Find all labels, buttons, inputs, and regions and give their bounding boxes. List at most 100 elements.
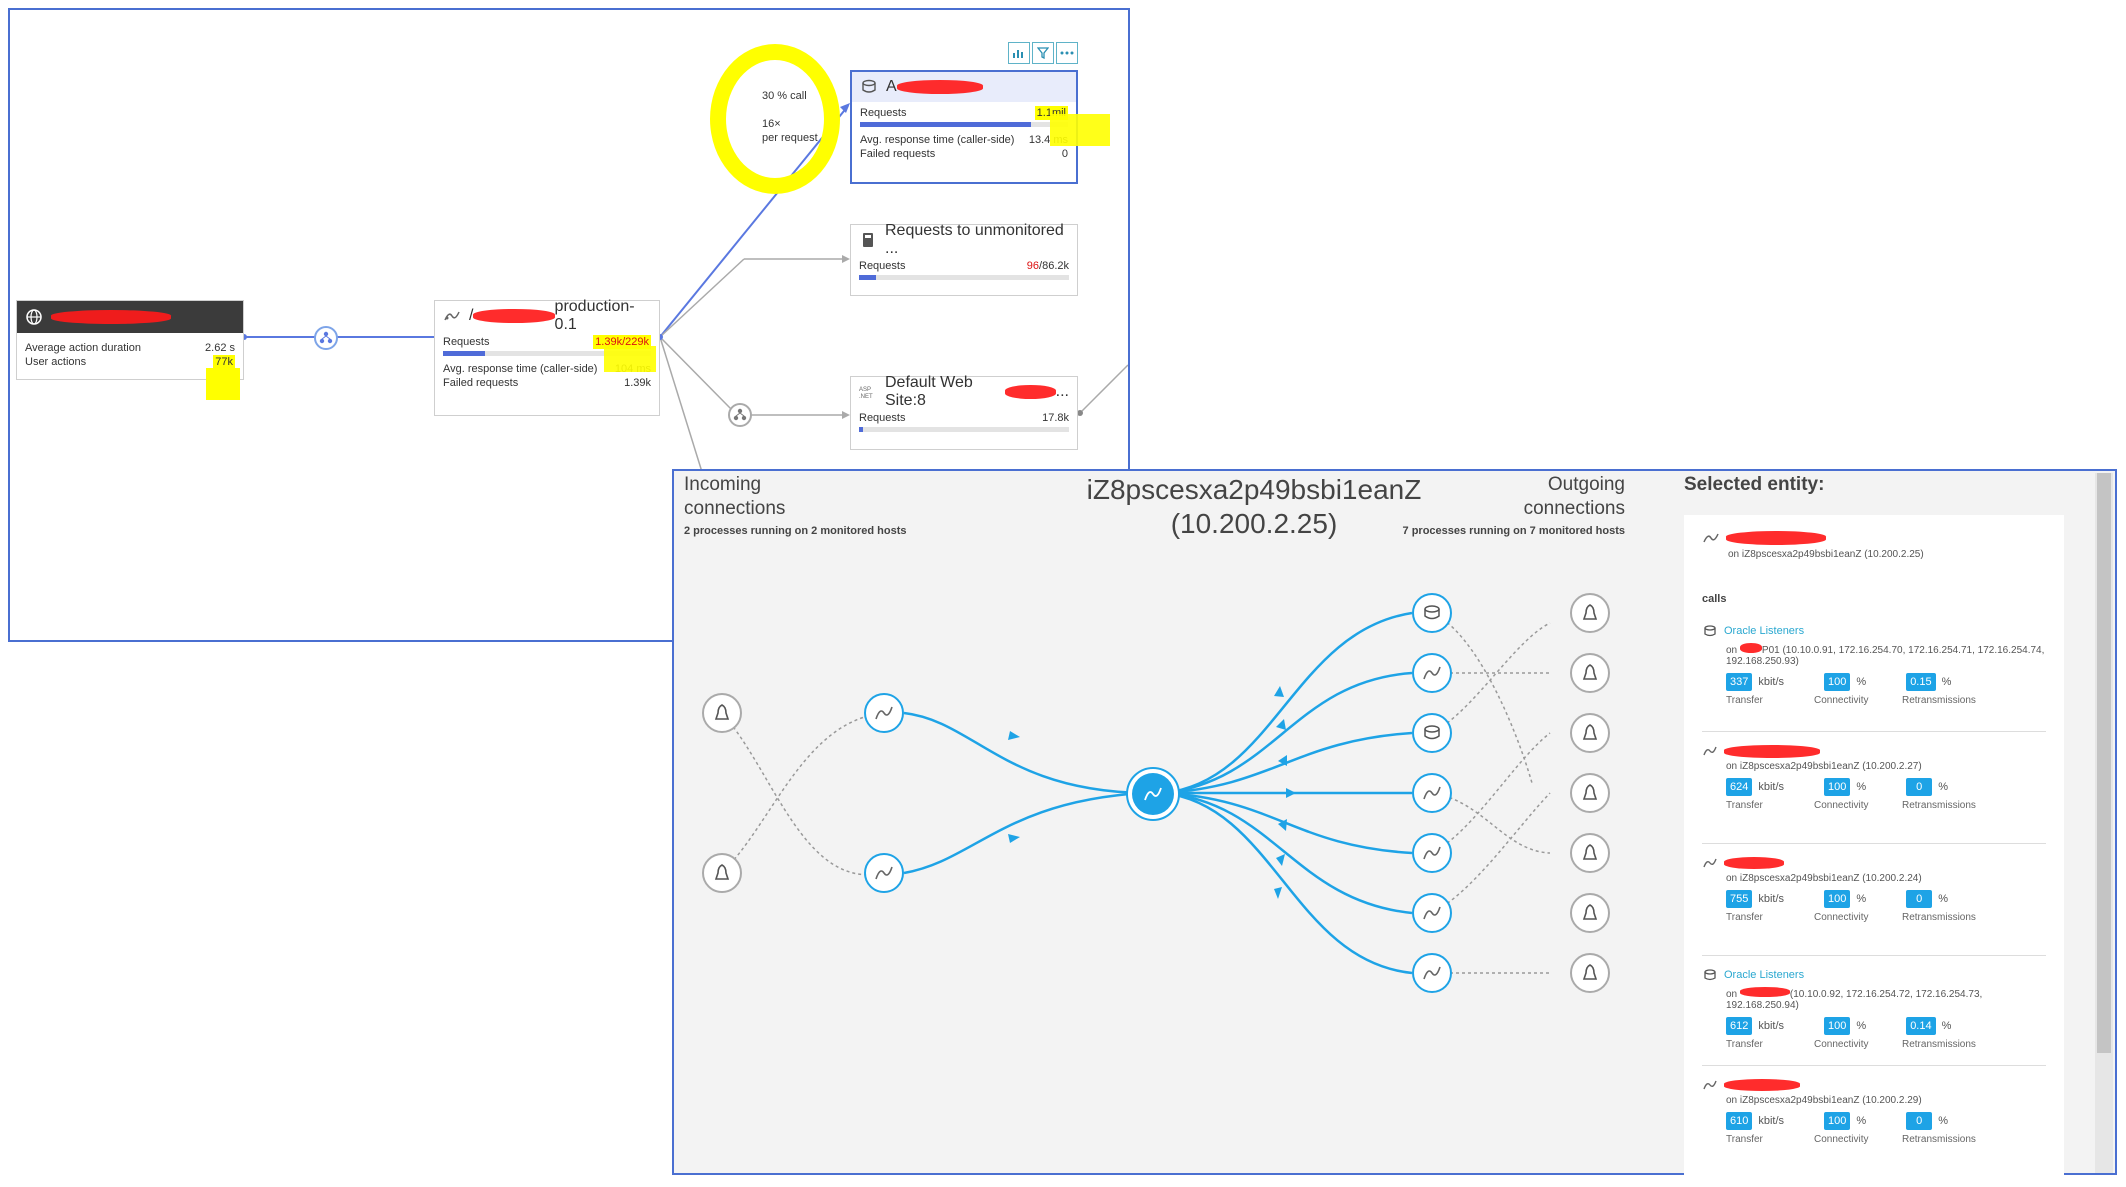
aspnet-icon: ASP.NET xyxy=(859,387,873,400)
linux-icon xyxy=(1582,784,1598,800)
process-icon xyxy=(1423,786,1441,800)
outgoing-host-node[interactable] xyxy=(1570,653,1610,693)
redacted-entity-name xyxy=(1724,857,1784,869)
outgoing-host-node[interactable] xyxy=(1570,953,1610,993)
svg-text:ASP: ASP xyxy=(859,387,871,393)
connection-entity[interactable]: Oracle Listeners on (10.10.0.92, 172.16.… xyxy=(1702,967,2046,1050)
hub-node-2-icon[interactable] xyxy=(728,403,752,427)
scrollbar-thumb[interactable] xyxy=(2097,473,2111,1053)
requests-bar xyxy=(859,275,1069,280)
incoming-host-node[interactable] xyxy=(702,853,742,893)
process-icon xyxy=(1703,858,1717,868)
connection-entity[interactable]: on iZ8pscesxa2p49bsbi1eanZ (10.200.2.24)… xyxy=(1702,855,2046,923)
requests-bar xyxy=(443,351,651,356)
linux-icon xyxy=(1582,964,1598,980)
incoming-process-node[interactable] xyxy=(864,693,904,733)
process-icon xyxy=(1703,1080,1717,1090)
divider xyxy=(1702,955,2046,956)
connections-graph xyxy=(721,611,1551,975)
linux-icon xyxy=(1582,844,1598,860)
redacted-entity-name xyxy=(1724,1079,1800,1091)
chart-button[interactable] xyxy=(1008,42,1030,64)
host-title: iZ8pscesxa2p49bsbi1eanZ xyxy=(1086,474,1422,505)
redacted-host xyxy=(1739,643,1762,653)
database-card-header: A xyxy=(852,72,1076,102)
outgoing-host-node[interactable] xyxy=(1570,773,1610,813)
calculator-icon xyxy=(863,233,873,247)
connectivity-metric: 100% xyxy=(1824,673,1866,691)
connection-entity[interactable]: on iZ8pscesxa2p49bsbi1eanZ (10.200.2.29)… xyxy=(1702,1077,2046,1145)
redacted-service-name xyxy=(473,309,555,323)
service-card-header: / production-0.1 xyxy=(435,298,659,333)
outgoing-process-node[interactable] xyxy=(1412,893,1452,933)
outgoing-process-node[interactable] xyxy=(1412,653,1452,693)
selected-process-node[interactable] xyxy=(1126,767,1180,821)
database-icon xyxy=(1424,725,1440,740)
scrollbar-track[interactable] xyxy=(2095,473,2113,1173)
divider xyxy=(1702,1065,2046,1066)
redacted-entity-name xyxy=(1726,531,1826,545)
globe-icon xyxy=(26,309,42,325)
yellow-circle-annotation xyxy=(710,44,840,194)
more-icon xyxy=(1060,51,1074,55)
process-icon xyxy=(1423,966,1441,980)
flow-connectors xyxy=(241,103,1128,473)
selected-entity-header: on iZ8pscesxa2p49bsbi1eanZ (10.200.2.25) xyxy=(1702,529,2046,560)
outgoing-process-node[interactable] xyxy=(1412,953,1452,993)
service-icon xyxy=(444,311,460,321)
web-site-card-header: ASP.NET Default Web Site:8 ... xyxy=(859,374,1069,409)
hub-node-icon[interactable] xyxy=(314,326,338,350)
connectivity-metric: 100% xyxy=(1824,1017,1866,1035)
connectivity-metric: 100% xyxy=(1824,1112,1866,1130)
process-icon xyxy=(1703,746,1717,756)
yellow-highlight xyxy=(604,346,656,372)
process-icon xyxy=(1423,906,1441,920)
process-icon xyxy=(875,706,893,720)
outgoing-host-node[interactable] xyxy=(1570,593,1610,633)
selected-entity-card: on iZ8pscesxa2p49bsbi1eanZ (10.200.2.25)… xyxy=(1684,515,2064,1175)
process-icon xyxy=(1703,533,1719,543)
outgoing-title: Outgoing connections xyxy=(1523,474,1625,519)
process-connections-panel: Incoming connections 2 processes running… xyxy=(672,469,2117,1175)
more-button[interactable] xyxy=(1056,42,1078,64)
filter-button[interactable] xyxy=(1032,42,1054,64)
outgoing-host-node[interactable] xyxy=(1570,893,1610,933)
linux-icon xyxy=(1582,904,1598,920)
retransmissions-metric: 0.14% xyxy=(1906,1017,1951,1035)
connection-entity[interactable]: on iZ8pscesxa2p49bsbi1eanZ (10.200.2.27)… xyxy=(1702,743,2046,811)
outgoing-db-node[interactable] xyxy=(1412,593,1452,633)
application-card-header xyxy=(17,301,243,333)
unmonitored-card-header: Requests to unmonitored ... xyxy=(851,222,1077,257)
bar-chart-icon xyxy=(1013,50,1023,58)
incoming-host-node[interactable] xyxy=(702,693,742,733)
filter-icon xyxy=(1037,47,1049,59)
outgoing-process-node[interactable] xyxy=(1412,833,1452,873)
retransmissions-metric: 0% xyxy=(1906,778,1948,796)
connection-entity[interactable]: Oracle Listeners on P01 (10.10.0.91, 172… xyxy=(1702,623,2046,706)
outgoing-process-node[interactable] xyxy=(1412,773,1452,813)
outgoing-host-node[interactable] xyxy=(1570,713,1610,753)
call-multiplier: 16× xyxy=(762,118,781,130)
outgoing-db-node[interactable] xyxy=(1412,713,1452,753)
retransmissions-metric: 0.15% xyxy=(1906,673,1951,691)
outgoing-host-node[interactable] xyxy=(1570,833,1610,873)
linux-icon xyxy=(1582,664,1598,680)
host-ip: (10.200.2.25) xyxy=(1170,508,1338,539)
redacted-entity-name xyxy=(1724,744,1820,758)
connectivity-metric: 100% xyxy=(1824,890,1866,908)
database-icon xyxy=(862,79,876,93)
yellow-highlight xyxy=(1050,114,1110,146)
incoming-process-node[interactable] xyxy=(864,853,904,893)
